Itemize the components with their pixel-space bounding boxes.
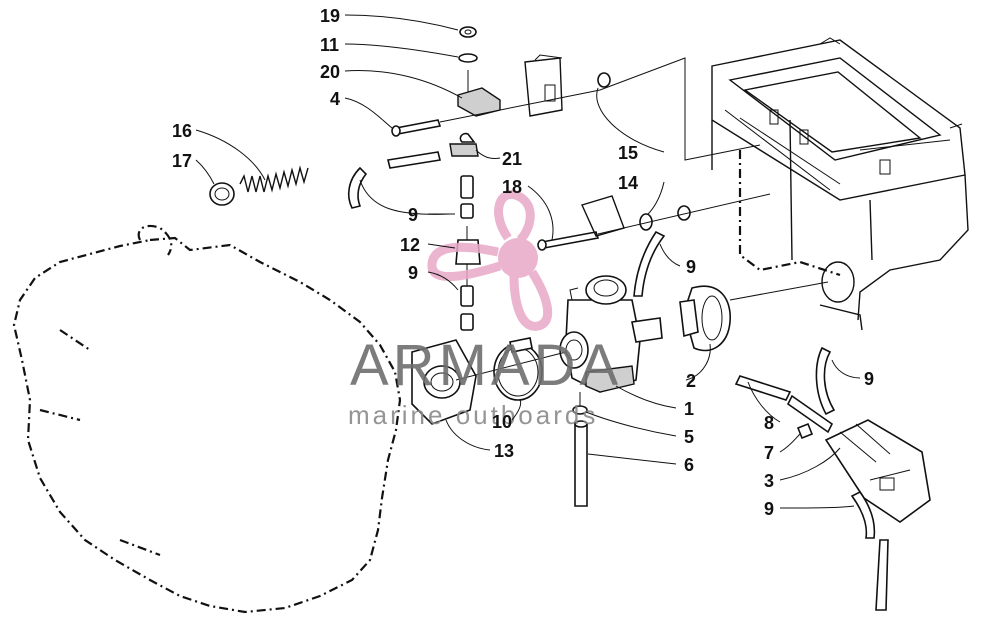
- callout-14: 14: [618, 173, 638, 193]
- callout-9-c: 9: [686, 257, 696, 277]
- leader-lines: [195, 14, 861, 509]
- part-2-air-intake-boot: [679, 285, 731, 352]
- flange-axis: [455, 351, 567, 381]
- part-17-clip: [209, 182, 235, 206]
- callout-13: 13: [494, 441, 514, 461]
- callout-12: 12: [400, 235, 420, 255]
- callout-19: 19: [320, 6, 340, 26]
- part-14-spacer: [639, 213, 653, 231]
- part-19-nut: [459, 26, 477, 38]
- callout-9-e: 9: [764, 499, 774, 519]
- callout-3: 3: [764, 471, 774, 491]
- part-6-drain-tube: [574, 420, 588, 507]
- callout-20: 20: [320, 62, 340, 82]
- engine-inner-detail: [39, 329, 161, 557]
- part-11-washer: [458, 53, 478, 63]
- callout-6: 6: [684, 455, 694, 475]
- callout-9-a: 9: [408, 205, 418, 225]
- part-4-bolt: [391, 119, 442, 137]
- part-9-hose-right: [815, 346, 836, 416]
- part-9-hose-lower: [850, 490, 889, 611]
- logo-blade-right: [509, 269, 553, 331]
- fuel-hose-leader: [359, 179, 451, 215]
- part-1-carburetor: [559, 275, 663, 393]
- callout-9-d: 9: [864, 369, 874, 389]
- intake-axis: [729, 281, 829, 301]
- watermark-brand: ARMADA: [350, 333, 622, 398]
- part-15-grommet: [597, 72, 611, 88]
- callout-2: 2: [686, 371, 696, 391]
- callout-7: 7: [764, 443, 774, 463]
- callout-9-b: 9: [408, 263, 418, 283]
- logo-blade-top: [494, 190, 535, 244]
- part-18-bolt: [537, 231, 600, 251]
- part-7-nut: [796, 422, 814, 440]
- callout-16: 16: [172, 121, 192, 141]
- part-20-bracket: [457, 70, 501, 117]
- armada-logo: [427, 190, 553, 331]
- callout-labels: 19 11 20 4 16 17 21 15 14 18 9 12 9 9 2 …: [172, 6, 874, 519]
- engine-top-detail: [137, 224, 173, 256]
- logo-hub: [498, 238, 538, 278]
- fuel-hose-upper: [347, 151, 441, 209]
- callout-8: 8: [764, 413, 774, 433]
- callout-18: 18: [502, 177, 522, 197]
- logo-blade-left: [427, 242, 502, 282]
- lower-mount-block: [581, 195, 625, 237]
- part-13-intake-flange: [411, 339, 477, 425]
- callout-15: 15: [618, 143, 638, 163]
- callout-1: 1: [684, 399, 694, 419]
- upper-mount-block: [524, 54, 563, 117]
- airbox-housing: [711, 37, 969, 331]
- part-9-vent-hose-upper: [633, 230, 666, 297]
- callout-17: 17: [172, 151, 192, 171]
- callout-4: 4: [330, 89, 340, 109]
- part-8-hose: [734, 375, 834, 434]
- watermark-tagline: marine outboards: [348, 400, 598, 430]
- lower-mount-axis: [597, 193, 771, 235]
- callout-10: 10: [492, 412, 512, 432]
- callout-5: 5: [684, 427, 694, 447]
- engine-outline: [12, 236, 402, 614]
- part-10-hose-clamp: [493, 337, 543, 401]
- callout-21: 21: [502, 149, 522, 169]
- part-21-tee-fitting: [449, 132, 479, 157]
- part-5-screw: [572, 392, 588, 415]
- part-16-spring: [239, 165, 309, 193]
- fuel-line-segments: [460, 175, 474, 331]
- callout-11: 11: [320, 35, 339, 55]
